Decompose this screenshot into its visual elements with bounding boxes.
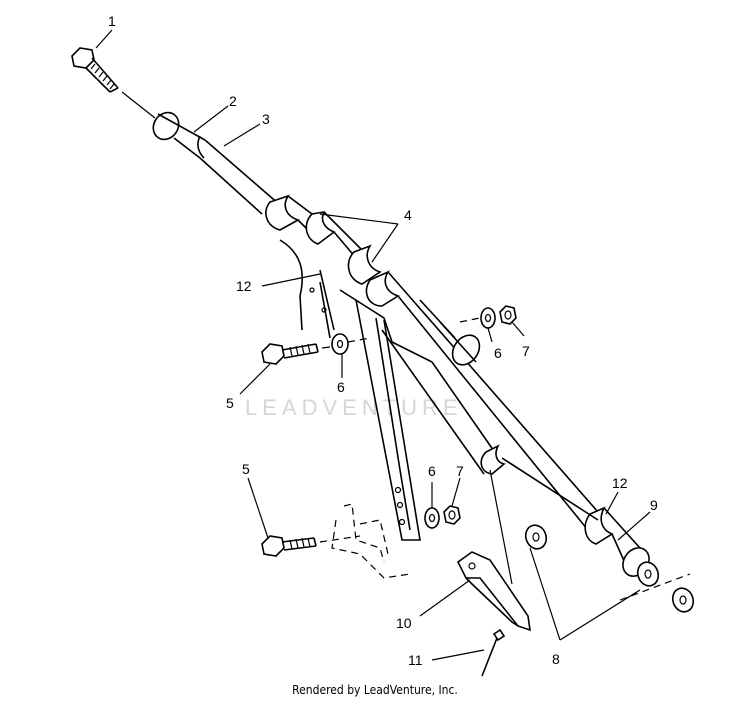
callout-4: 4 <box>404 207 412 223</box>
watermark-text: LEADVENTURE <box>245 395 463 420</box>
callout-12-upper: 12 <box>236 278 252 294</box>
callout-8: 8 <box>552 651 560 667</box>
callout-11: 11 <box>408 652 423 668</box>
callout-10: 10 <box>396 615 412 631</box>
callout-1: 1 <box>108 13 116 29</box>
part-8-washers <box>524 524 695 613</box>
bracket-plates <box>279 239 433 541</box>
callout-labels: 1 2 3 4 12 5 6 7 6 9 12 5 6 7 10 8 11 <box>108 13 658 668</box>
callout-9: 9 <box>650 497 658 513</box>
callout-6-left: 6 <box>337 379 345 395</box>
part-7-nut-lower <box>443 505 461 525</box>
callout-6-top: 6 <box>494 345 502 361</box>
ghost-plate <box>331 503 411 579</box>
callout-7-lower: 7 <box>456 463 464 479</box>
callout-5-lower: 5 <box>242 461 250 477</box>
part-6-washer-lower <box>424 507 440 529</box>
callout-6-lower: 6 <box>428 463 436 479</box>
part-6-washer-left <box>331 333 371 355</box>
main-tube <box>152 111 650 577</box>
callout-7-top: 7 <box>522 343 530 359</box>
part-6-washer-top <box>459 307 496 329</box>
part-7-nut-top <box>499 305 517 325</box>
part-5-bolt-lower <box>261 535 361 557</box>
leader-lines <box>95 29 651 661</box>
part-5-bolt-upper <box>261 343 331 365</box>
callout-12-lower: 12 <box>612 475 628 491</box>
credit-text: Rendered by LeadVenture, Inc. <box>292 683 458 697</box>
callout-2: 2 <box>229 93 237 109</box>
part-1-bolt <box>71 47 156 119</box>
callout-3: 3 <box>262 111 270 127</box>
callout-5-upper: 5 <box>226 395 234 411</box>
cross-tube <box>381 299 599 521</box>
part-11-pin <box>481 628 506 677</box>
part-10-bracket <box>456 469 531 632</box>
